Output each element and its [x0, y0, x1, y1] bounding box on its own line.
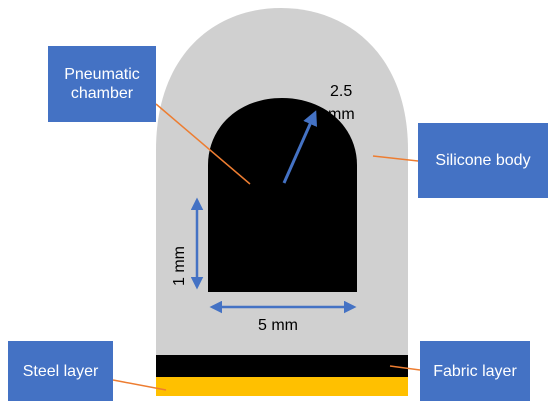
- callout-pneumatic-chamber-text: Pneumatic chamber: [64, 66, 140, 102]
- leader-silicone-body: [372, 155, 419, 162]
- pneumatic-chamber: [208, 98, 357, 292]
- callout-fabric-layer: Fabric layer: [420, 341, 530, 401]
- callout-silicone-body-text: Silicone body: [435, 152, 531, 169]
- callout-fabric-layer-text: Fabric layer: [433, 362, 517, 380]
- leader-fabric-layer: [389, 365, 421, 371]
- height-dimension-label: 1 mm: [171, 246, 188, 286]
- radius-unit-label: mm: [328, 106, 355, 123]
- steel-layer: [156, 377, 408, 396]
- width-dimension-label: 5 mm: [258, 317, 298, 334]
- leader-pneumatic-chamber: [155, 103, 251, 185]
- callout-silicone-body: Silicone body: [418, 123, 548, 198]
- fabric-layer: [156, 355, 408, 377]
- callout-steel-layer-text: Steel layer: [22, 362, 99, 380]
- radius-arrow: [282, 110, 317, 184]
- callout-steel-layer: Steel layer: [8, 341, 113, 401]
- callout-pneumatic-chamber: Pneumatic chamber: [48, 46, 156, 122]
- leader-steel-layer: [112, 379, 167, 391]
- radius-value-label: 2.5: [330, 83, 353, 100]
